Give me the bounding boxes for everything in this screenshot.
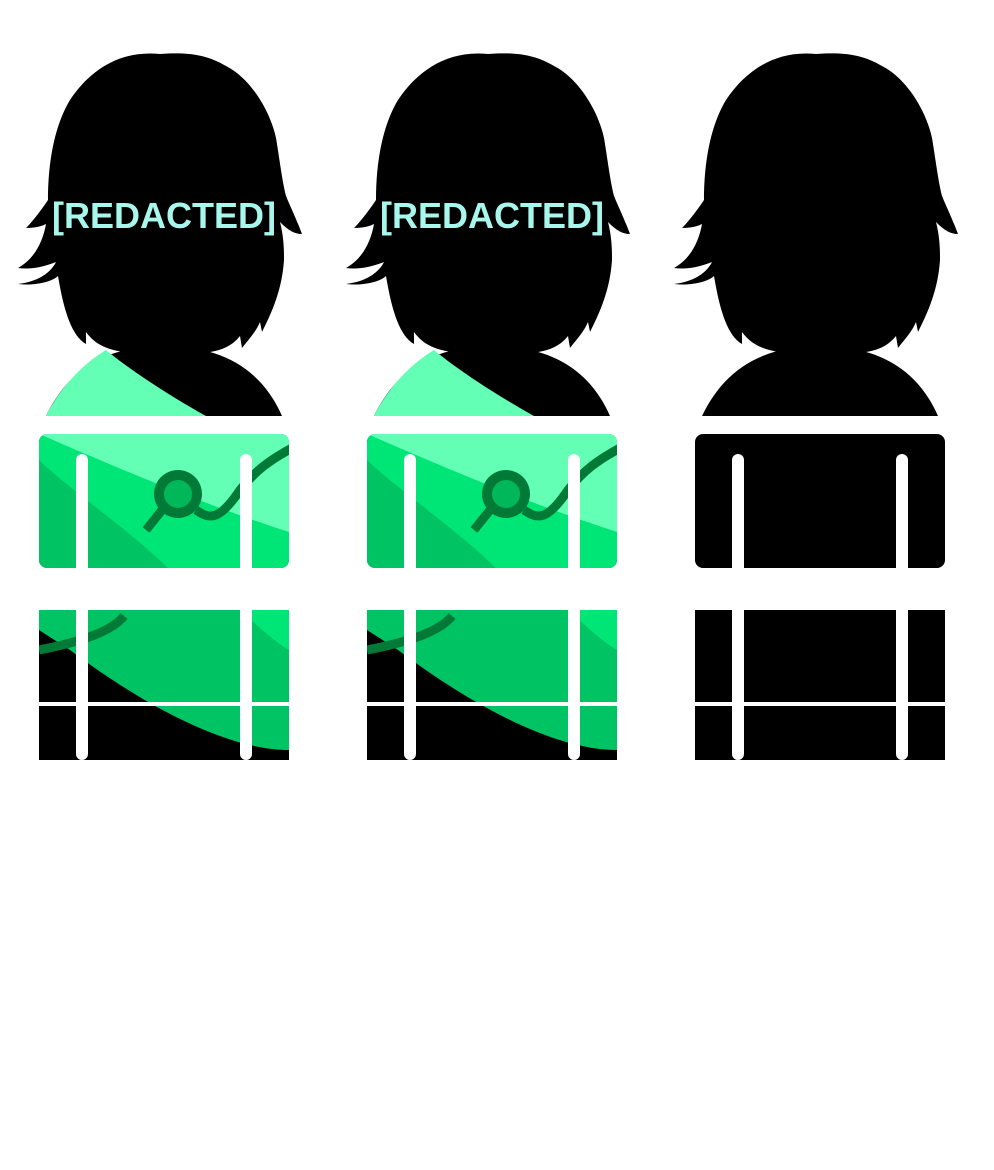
torso-pattern bbox=[367, 420, 617, 760]
shoulders bbox=[374, 346, 610, 416]
figure-label: [REDACTED] bbox=[52, 195, 276, 236]
shoulders bbox=[46, 346, 282, 416]
head-silhouette bbox=[346, 53, 630, 352]
avatar-figure-2: [REDACTED] bbox=[338, 50, 648, 770]
avatar-figure-3 bbox=[666, 50, 976, 770]
torso-pattern bbox=[39, 420, 289, 760]
figure-label: [REDACTED] bbox=[380, 195, 604, 236]
head-silhouette bbox=[18, 53, 302, 352]
avatar-figure-1: [REDACTED] bbox=[10, 50, 320, 770]
shoulders bbox=[702, 346, 938, 416]
head-silhouette bbox=[674, 53, 958, 352]
